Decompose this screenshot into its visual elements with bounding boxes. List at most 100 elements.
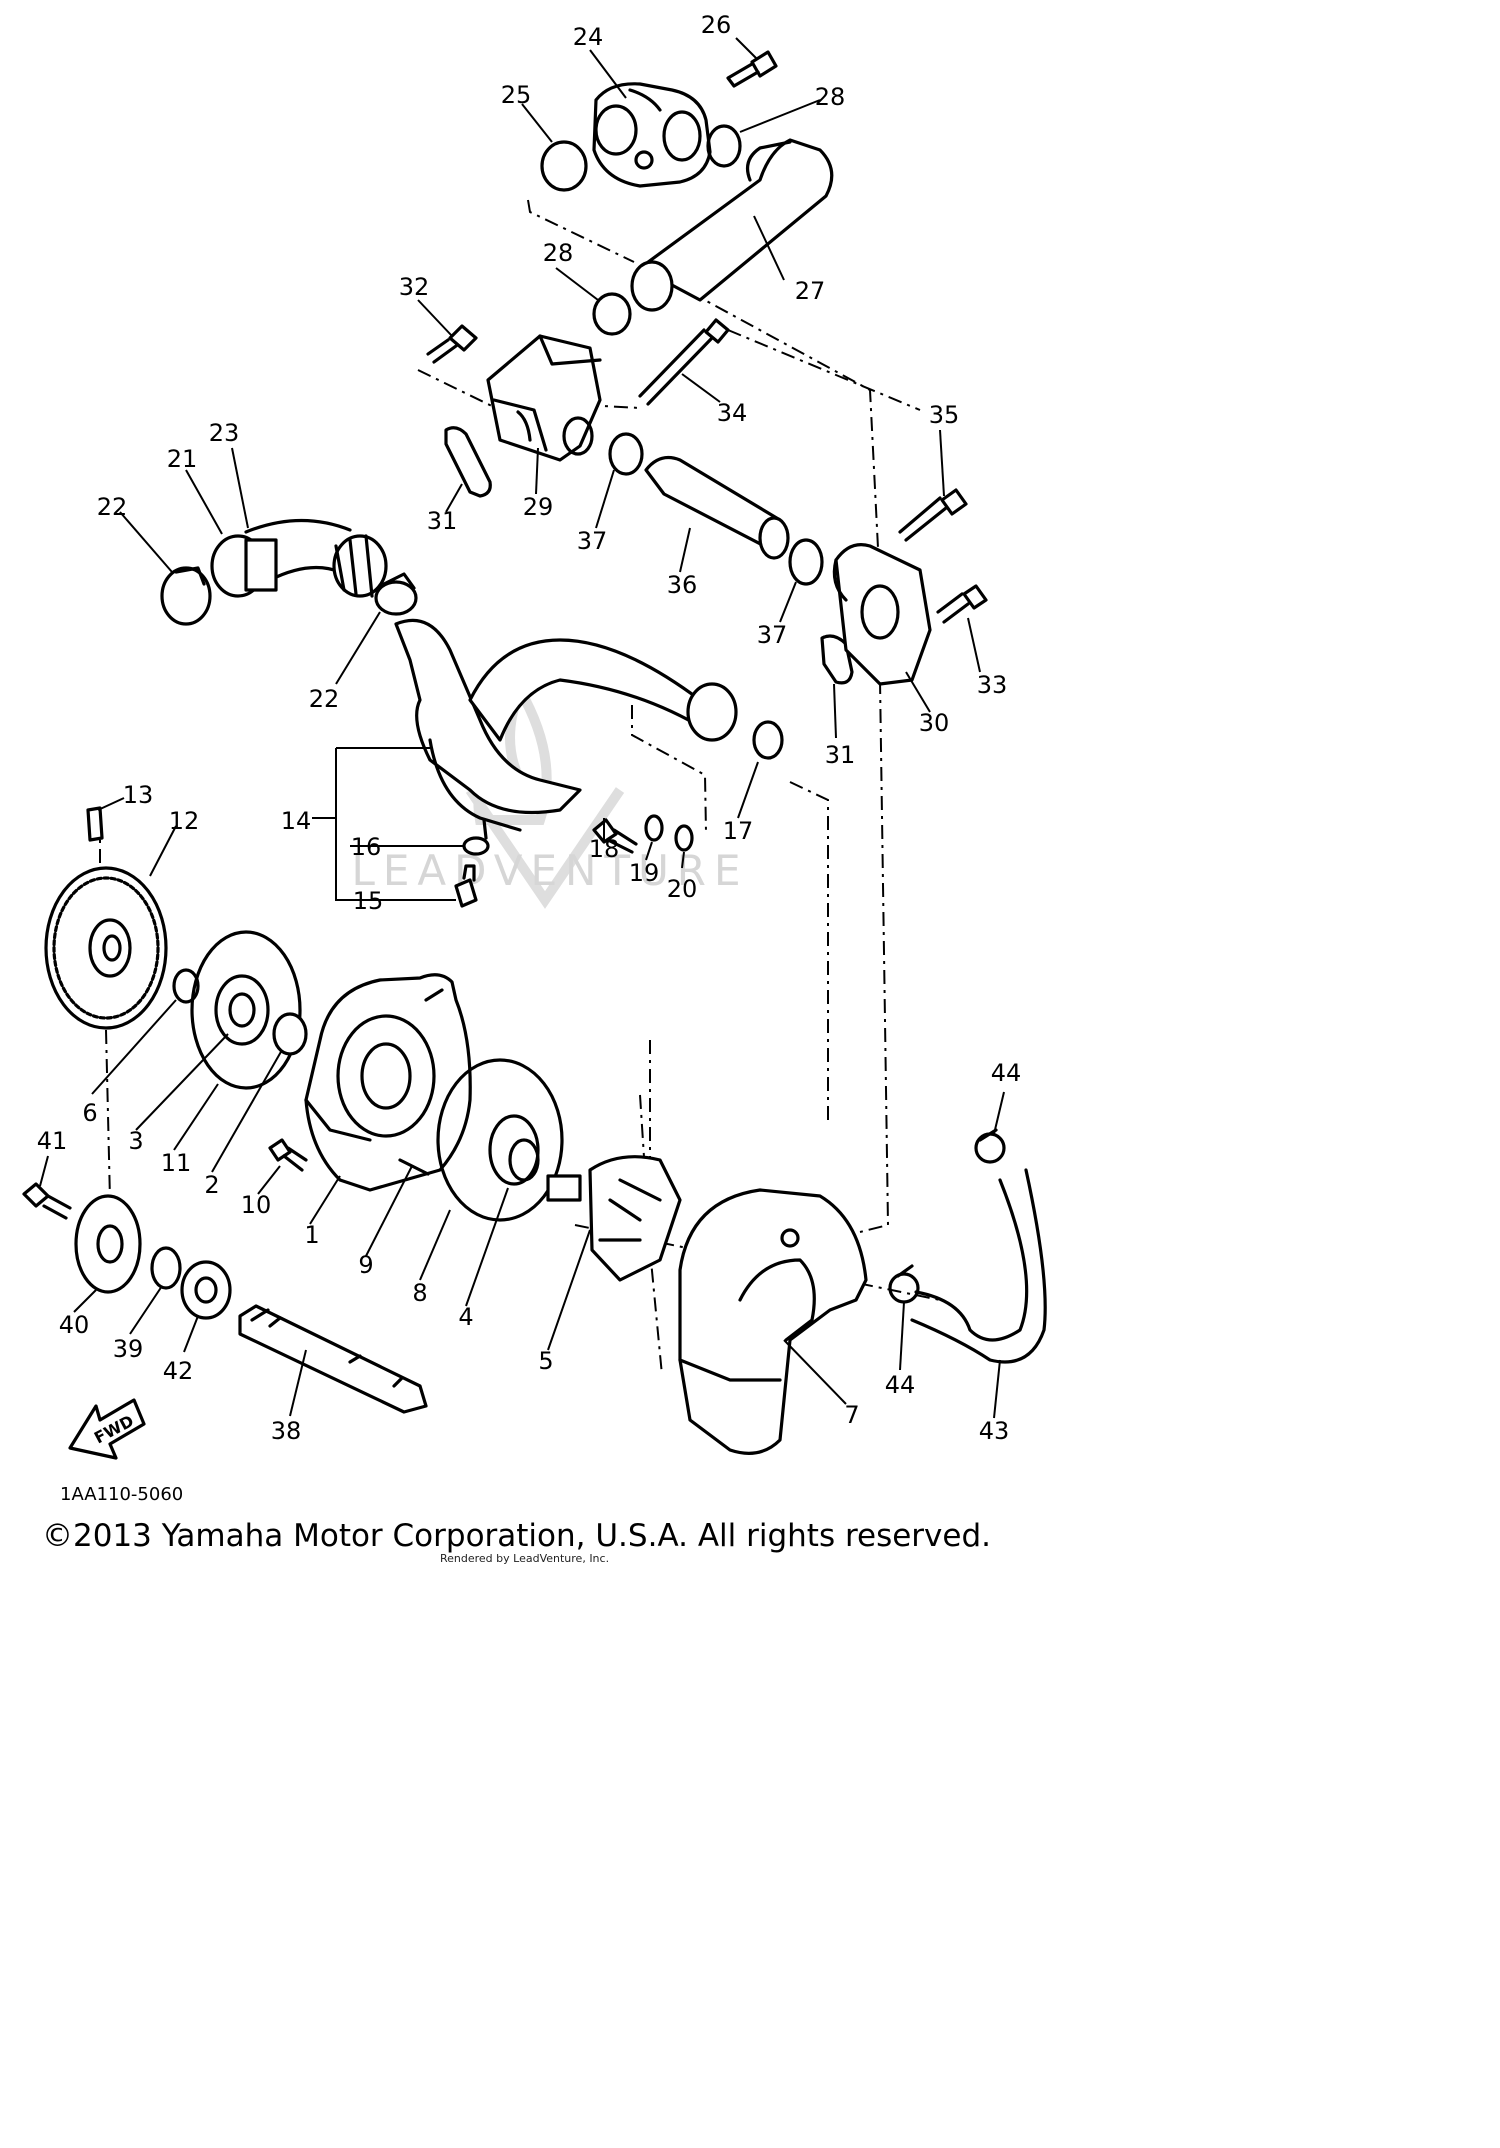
part-28-o-ring-lower [592,292,632,336]
callout-42: 42 [163,1357,194,1385]
callout-29: 29 [523,493,554,521]
fwd-direction-arrow: FWD [68,1398,146,1460]
watermark-text: LEADVENTURE [351,846,748,895]
callout-31-lower: 31 [825,741,856,769]
part-44-hose-clamp-top [974,1128,1006,1164]
callout-43: 43 [979,1417,1010,1445]
callout-39: 39 [113,1335,144,1363]
callout-9: 9 [358,1251,373,1279]
callout-3: 3 [128,1127,143,1155]
part-38-shaft [238,1304,428,1414]
callout-32: 32 [399,273,430,301]
callout-30: 30 [919,709,950,737]
callout-25: 25 [501,81,532,109]
callout-15: 15 [353,887,384,915]
part-20-nut [674,824,694,852]
callout-28-top: 28 [815,83,846,111]
part-7-pump-cover [678,1188,868,1455]
callout-41: 41 [37,1127,68,1155]
part-43-hose [910,1168,1047,1364]
exploded-parts-diagram: LEADVENTURE [22,11,1047,1460]
callout-4: 4 [458,1303,473,1331]
callout-37-upper: 37 [577,527,608,555]
part-36-pipe [644,456,790,560]
callout-35: 35 [929,401,960,429]
callout-8: 8 [412,1279,427,1307]
part-32-bolt [426,324,478,364]
callout-27: 27 [795,277,826,305]
part-19-collar [644,814,664,842]
part-33-bolt [936,584,988,624]
part-44-hose-clamp-bottom [888,1264,920,1304]
part-27-pipe [630,138,834,312]
callout-16: 16 [351,833,382,861]
callout-5: 5 [538,1347,553,1375]
callout-23: 23 [209,419,240,447]
part-4-mechanical-seal [488,1114,540,1186]
part-5-impeller [546,1155,682,1282]
callout-12: 12 [169,807,200,835]
callout-34: 34 [717,399,748,427]
part-12-gear [44,866,168,1030]
callout-17: 17 [723,817,754,845]
part-30-outlet-housing [832,543,932,686]
callout-22-left: 22 [97,493,128,521]
callout-28-lower: 28 [543,239,574,267]
callout-18: 18 [589,835,620,863]
callout-13: 13 [123,781,154,809]
part-17-o-ring [752,720,784,760]
part-26-bolt [726,50,778,88]
part-13-dowel-pin [86,806,104,842]
diagram-code: 1AA110-5060 [60,1484,184,1505]
part-14-water-pipe [394,618,738,840]
callouts: 1 2 3 4 5 6 7 8 9 10 11 12 13 14 15 16 1… [37,11,1022,1445]
callout-33: 33 [977,671,1008,699]
callout-37-lower: 37 [757,621,788,649]
copyright-notice: ©2013 Yamaha Motor Corporation, U.S.A. A… [42,1518,991,1554]
part-2-oil-seal [272,1012,308,1056]
part-31-gasket-upper [444,426,492,498]
callout-7: 7 [844,1401,859,1429]
part-21-23-hose [210,518,388,598]
part-37-o-ring-upper [608,432,644,476]
part-18-bolt [592,818,638,854]
part-34-bolt [638,318,730,406]
callout-38: 38 [271,1417,302,1445]
rendered-by-credit: Rendered by LeadVenture, Inc. [440,1552,610,1565]
part-15-drain-bolt [454,864,478,908]
part-11-o-ring [190,930,302,1090]
callout-24: 24 [573,23,604,51]
part-29-thermostat-housing [486,334,602,462]
part-6-circlip [172,968,200,1004]
callout-26: 26 [701,11,732,39]
callout-44-top: 44 [991,1059,1022,1087]
callout-10: 10 [241,1191,272,1219]
part-39-collar [150,1246,182,1290]
callout-36: 36 [667,571,698,599]
part-25-o-ring [540,140,588,192]
callout-19: 19 [629,859,660,887]
part-31-gasket-lower [820,634,854,685]
part-1-pump-housing [304,973,472,1192]
part-37-o-ring-lower [788,538,824,586]
callout-31-upper: 31 [427,507,458,535]
part-3-bearing [214,974,270,1046]
callout-6: 6 [82,1099,97,1127]
callout-40: 40 [59,1311,90,1339]
callout-21: 21 [167,445,198,473]
part-22-hose-clamp-left [160,566,212,626]
part-10-bolt [268,1138,308,1172]
part-35-bolt [898,488,968,542]
leader-lines [39,37,1005,1419]
callout-44-bottom: 44 [885,1371,916,1399]
part-40-gear [74,1194,142,1294]
part-42-bearing [180,1260,232,1320]
part-22-hose-clamp-right [374,572,418,616]
callout-2: 2 [204,1171,219,1199]
watermark: LEADVENTURE [351,678,748,909]
part-8-o-ring [436,1058,564,1222]
callout-14: 14 [281,807,312,835]
part-9-pin [398,1158,430,1176]
callout-1: 1 [304,1221,319,1249]
part-28-o-ring-top [706,124,742,168]
